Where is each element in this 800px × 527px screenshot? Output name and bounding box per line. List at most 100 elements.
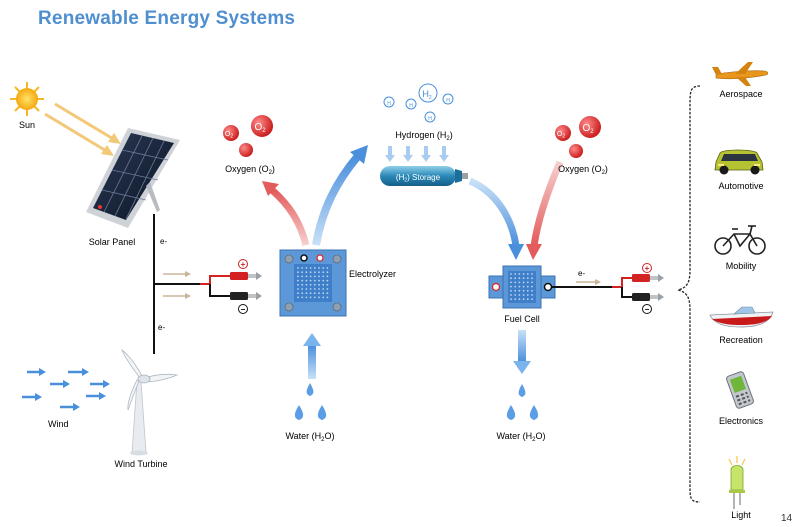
electrode-dot	[526, 289, 529, 292]
electrode-dot	[326, 283, 329, 286]
left-minus-symbol: −	[241, 305, 246, 314]
application-label-light: Light	[731, 510, 751, 520]
electrode-dot	[318, 271, 320, 274]
electrode-dot	[531, 277, 533, 280]
electrode-dot	[510, 273, 512, 275]
electrode-dot	[522, 289, 525, 292]
sunlight-arrows	[44, 102, 121, 156]
electrode-dot	[297, 267, 299, 269]
electrode-dot	[326, 296, 329, 299]
application-label-electronics: Electronics	[719, 416, 764, 426]
electrode-dot	[510, 294, 512, 296]
electrode-dot	[309, 279, 312, 282]
electrode-dot	[322, 296, 325, 299]
electrode-dot	[326, 267, 329, 269]
electrode-dot	[318, 275, 320, 278]
electrode-dot	[309, 275, 312, 278]
electrode-dot	[518, 285, 521, 288]
electrode-dot	[531, 281, 533, 284]
electrode-dot	[309, 288, 312, 290]
sun-icon	[10, 82, 44, 116]
electrode-dot	[326, 292, 329, 295]
water-label-right: Water (H2O)	[496, 431, 545, 443]
oxygen-label-left: Oxygen (O2)	[225, 164, 275, 176]
electrode-dot	[326, 275, 329, 278]
speedboat-icon	[709, 306, 774, 328]
electrode-dot	[326, 279, 329, 282]
electrode-dot	[522, 273, 525, 275]
electrode-dot	[301, 275, 304, 278]
electrode-dot	[326, 271, 329, 274]
electrode-dot	[297, 271, 299, 274]
electrode-dot	[526, 294, 529, 296]
electrode-dot	[531, 294, 533, 296]
electrode-dot	[514, 298, 517, 301]
electrode-dot	[297, 296, 299, 299]
electrode-dot	[514, 289, 517, 292]
solar-panel-icon	[86, 128, 180, 228]
wind-turbine-label: Wind Turbine	[114, 459, 167, 469]
electrode-dot	[313, 292, 316, 295]
electrode-dot	[305, 267, 308, 269]
electrode-dot	[305, 288, 308, 290]
water-label-left: Water (H2O)	[285, 431, 334, 443]
electrode-dot	[301, 283, 304, 286]
electrode-dot	[514, 281, 517, 284]
electrode-dot	[297, 283, 299, 286]
electrode-dot	[297, 275, 299, 278]
electrode-dot	[510, 277, 512, 280]
electrode-dot	[514, 285, 517, 288]
application-labels: AerospaceAutomotiveMobilityRecreationEle…	[718, 89, 763, 520]
electrode-dot	[301, 292, 304, 295]
electrode-dot	[313, 267, 316, 269]
electrode-dot	[301, 267, 304, 269]
wind-arrows	[22, 368, 110, 411]
fuel-cell-label: Fuel Cell	[504, 314, 540, 324]
oxygen-arrow-electrolyzer	[262, 181, 310, 246]
electrode-dot	[522, 298, 525, 301]
application-label-aerospace: Aerospace	[719, 89, 762, 99]
hydrogen-arrow-electrolyzer	[312, 145, 368, 246]
oxygen-molecules-right	[555, 116, 601, 158]
electrode-dot	[313, 275, 316, 278]
electrode-dot	[322, 275, 325, 278]
solar-panel-label: Solar Panel	[89, 237, 136, 247]
electrode-dot	[518, 281, 521, 284]
electrode-dot	[305, 275, 308, 278]
electrode-dot	[526, 285, 529, 288]
led-icon	[728, 456, 746, 509]
electrode-dot	[301, 279, 304, 282]
hydrogen-label: Hydrogen (H2)	[395, 130, 452, 142]
application-label-automotive: Automotive	[718, 181, 763, 191]
hydrogen-atom-3: H	[446, 98, 450, 104]
applications-brace	[677, 85, 701, 503]
electrode-dot	[305, 296, 308, 299]
left-plus-symbol: +	[241, 260, 246, 269]
electrode-dot	[526, 277, 529, 280]
electrode-dot	[297, 279, 299, 282]
electrode-dot	[318, 296, 320, 299]
car-icon	[714, 149, 764, 175]
water-arrow-fuel-cell	[513, 330, 531, 374]
electrode-dot	[313, 283, 316, 286]
oxygen-mol-right-small: O2	[557, 131, 565, 140]
electrode-dot	[326, 288, 329, 290]
electrode-dot	[322, 292, 325, 295]
hydrogen-arrow-fuel-cell	[468, 177, 524, 260]
electrode-dot	[313, 296, 316, 299]
electrode-dot	[514, 273, 517, 275]
electrode-dot	[531, 289, 533, 292]
electrode-dot	[318, 283, 320, 286]
electrode-dot	[313, 271, 316, 274]
electrode-dot	[522, 281, 525, 284]
bicycle-icon	[714, 225, 766, 255]
wind-turbine-icon	[121, 348, 179, 456]
electrode-dot	[522, 277, 525, 280]
hydrogen-fill-arrows	[385, 146, 449, 162]
water-arrow-electrolyzer	[303, 333, 321, 379]
hydrogen-storage-tank-icon	[380, 166, 468, 186]
left-terminal-connector	[200, 259, 262, 314]
electrode-dot	[305, 271, 308, 274]
electrode-dot	[510, 289, 512, 292]
